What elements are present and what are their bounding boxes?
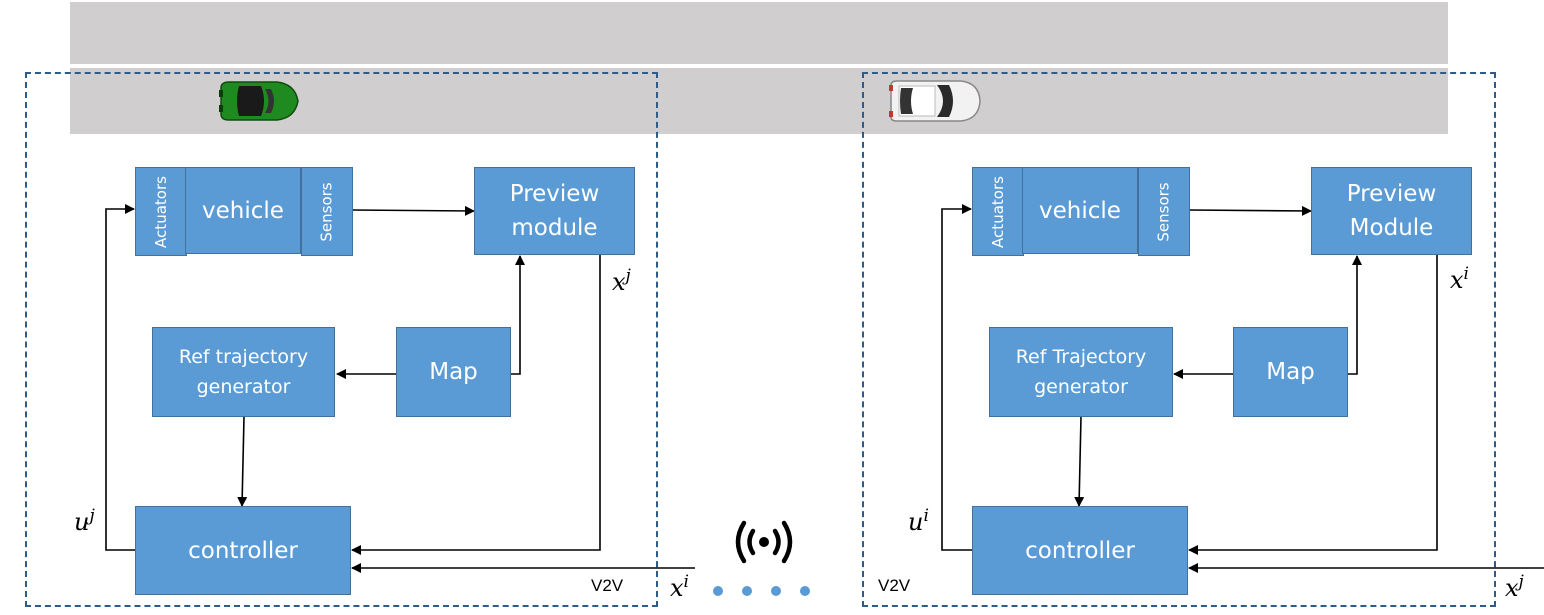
lane-divider — [70, 64, 1448, 68]
left-actuators-block: Actuators — [135, 167, 187, 256]
signal-dot — [742, 586, 752, 596]
signal-dot — [713, 586, 723, 596]
left-control-input-label: uj — [74, 506, 95, 536]
right-vehicle-block: vehicle — [1022, 167, 1138, 254]
left-state-own-label: xj — [612, 266, 631, 296]
right-state-other-label: xj — [1505, 572, 1524, 602]
green-car-icon — [219, 81, 299, 121]
left-sensors-block: Sensors — [301, 167, 353, 256]
right-controller-label: controller — [1025, 537, 1135, 564]
left-controller-block: controller — [135, 506, 351, 595]
right-controller-block: controller — [972, 506, 1188, 595]
wireless-signal-icon — [735, 520, 793, 564]
right-state-own-label: xi — [1450, 264, 1469, 294]
right-preview-module-block: Preview Module — [1311, 167, 1472, 255]
right-preview-label: Preview Module — [1346, 181, 1437, 241]
left-vehicle-label: vehicle — [202, 197, 284, 224]
left-preview-label: Preview module — [509, 181, 600, 241]
left-controller-label: controller — [188, 537, 298, 564]
left-sensors-label: Sensors — [318, 181, 337, 242]
left-map-block: Map — [396, 327, 511, 417]
right-ref-label: Ref Trajectory generator — [1015, 346, 1147, 398]
right-ref-trajectory-block: Ref Trajectory generator — [989, 327, 1173, 417]
road-upper-lane — [70, 2, 1448, 64]
right-actuators-label: Actuators — [989, 175, 1007, 248]
left-preview-module-block: Preview module — [474, 167, 635, 255]
left-v2v-label: V2V — [591, 576, 624, 595]
signal-dot — [771, 586, 781, 596]
right-sensors-block: Sensors — [1138, 167, 1190, 256]
left-ref-label: Ref trajectory generator — [178, 346, 309, 398]
right-actuators-block: Actuators — [972, 167, 1024, 256]
white-car-icon — [889, 80, 981, 122]
right-control-input-label: ui — [908, 506, 929, 536]
signal-dot — [800, 586, 810, 596]
left-actuators-label: Actuators — [152, 175, 170, 248]
left-vehicle-block: vehicle — [185, 167, 301, 254]
right-vehicle-panel — [862, 72, 1496, 607]
right-sensors-label: Sensors — [1155, 181, 1174, 242]
right-vehicle-label: vehicle — [1039, 197, 1121, 224]
right-map-label: Map — [1266, 359, 1315, 385]
right-map-block: Map — [1233, 327, 1348, 417]
right-v2v-label: V2V — [878, 576, 911, 595]
left-state-other-label: xi — [670, 572, 689, 602]
left-ref-trajectory-block: Ref trajectory generator — [152, 327, 335, 417]
left-map-label: Map — [429, 359, 478, 385]
left-vehicle-panel — [25, 72, 658, 607]
road-lower-lane — [70, 68, 1448, 134]
